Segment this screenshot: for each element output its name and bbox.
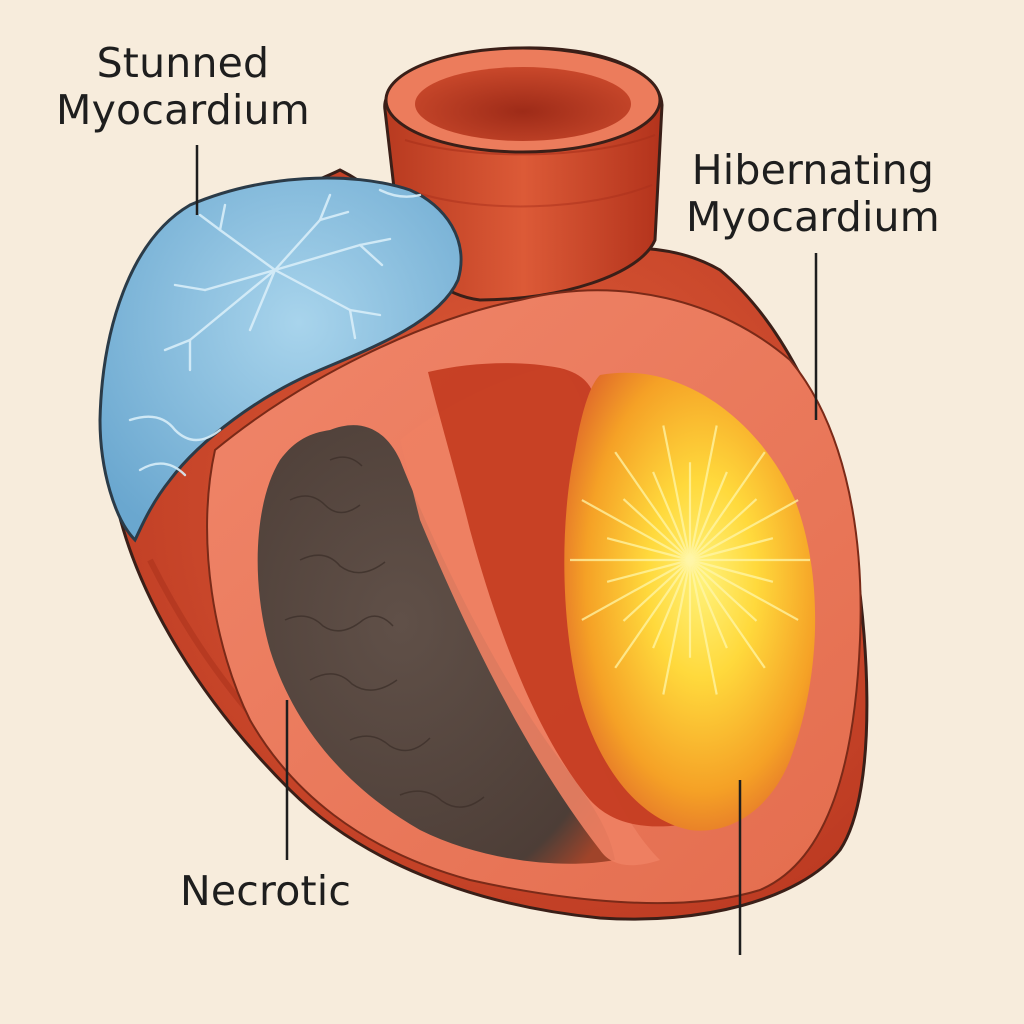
stunned-region <box>98 176 463 543</box>
stunned-label-line-1: Stunned <box>96 39 270 87</box>
glow-ray <box>581 499 691 561</box>
glow-ray <box>689 558 774 583</box>
glow-rays <box>570 425 810 695</box>
glow-ray <box>606 537 691 562</box>
stunned-myocardium-label: Stunned Myocardium <box>56 40 310 134</box>
glow-ray <box>689 499 799 561</box>
stunned-label-line-2: Myocardium <box>56 86 310 134</box>
hibernating-myocardium-label: Hibernating Myocardium <box>686 147 940 241</box>
leader-lines <box>195 145 818 955</box>
glow-ray <box>688 425 718 561</box>
glow-ray <box>614 559 691 669</box>
glow-ray <box>606 558 691 583</box>
necrotic-region <box>257 425 615 864</box>
glow-ray <box>689 559 758 622</box>
glow-ray <box>662 425 692 561</box>
necrotic-label-text: Necrotic <box>180 867 352 915</box>
glow-ray <box>622 559 691 622</box>
glow-ray <box>652 471 692 561</box>
glow-ray <box>622 498 691 561</box>
glow-ray <box>662 559 692 695</box>
glow-ray <box>614 451 691 561</box>
hibernating-label-line-1: Hibernating <box>691 146 935 194</box>
hibernating-label-line-2: Myocardium <box>686 193 940 241</box>
glow-ray <box>652 559 692 649</box>
glow-ray <box>688 559 728 649</box>
glow-ray <box>689 498 758 561</box>
glow-ray <box>689 537 774 562</box>
hibernating-region <box>428 363 816 831</box>
glow-ray <box>688 471 728 561</box>
glow-ray <box>689 559 799 621</box>
necrotic-label: Necrotic <box>180 868 351 915</box>
glow-ray <box>689 451 766 561</box>
glow-ray <box>581 559 691 621</box>
glow-ray <box>688 559 718 695</box>
glow-ray <box>689 559 766 669</box>
